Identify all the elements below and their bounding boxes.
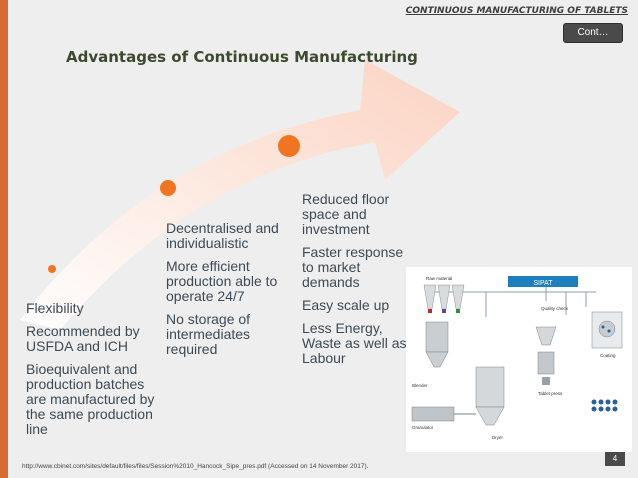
sipat-box bbox=[508, 276, 578, 287]
process-diagram: SIPAT Raw material Blender Granulator bbox=[406, 267, 632, 452]
source-citation: http://www.cbinet.com/sites/default/file… bbox=[22, 463, 369, 470]
advantage-item: Bioequivalent and production batches are… bbox=[26, 361, 155, 437]
milestone-dot-3 bbox=[278, 135, 300, 157]
advantages-column-3: Reduced floor space and investment Faste… bbox=[302, 192, 412, 374]
slide-title: Advantages of Continuous Manufacturing bbox=[66, 48, 418, 66]
advantage-item: Recommended by USFDA and ICH bbox=[26, 323, 140, 354]
cont-badge: Cont… bbox=[563, 23, 623, 43]
tablet-press-unit bbox=[535, 326, 557, 385]
advantage-item: Easy scale up bbox=[302, 297, 390, 313]
advantage-item: Reduced floor space and investment bbox=[302, 191, 390, 237]
advantage-item: Flexibility bbox=[26, 300, 84, 316]
advantage-item: Decentralised and individualistic bbox=[166, 220, 279, 251]
coated-tablets bbox=[591, 399, 618, 412]
dryer-unit bbox=[475, 366, 505, 426]
advantages-column-1: Flexibility Recommended by USFDA and ICH… bbox=[26, 301, 156, 445]
blender-label: Blender bbox=[412, 383, 428, 388]
dryer-label: Dryer bbox=[492, 435, 504, 440]
granulator-label: Granulator bbox=[412, 425, 434, 430]
accent-bar bbox=[0, 0, 8, 478]
sipat-label: SIPAT bbox=[533, 280, 553, 287]
tablet-press-label: Tablet press bbox=[538, 391, 563, 396]
advantage-item: More efficient production able to operat… bbox=[166, 258, 278, 304]
coating-unit bbox=[591, 311, 623, 349]
raw-material-label: Raw material bbox=[426, 276, 452, 281]
granulator-unit bbox=[411, 406, 476, 422]
quality-check-label: Quality check bbox=[541, 306, 569, 311]
milestone-dot-1 bbox=[48, 265, 56, 273]
milestone-dot-2 bbox=[160, 180, 176, 196]
advantage-item: Less Energy, Waste as well as Labour bbox=[302, 320, 407, 366]
coating-label: Coating bbox=[600, 353, 616, 358]
process-diagram-svg: SIPAT Raw material Blender Granulator bbox=[411, 276, 623, 440]
page-number: 4 bbox=[605, 452, 625, 466]
raw-material-hoppers bbox=[423, 284, 465, 313]
arrow-shape bbox=[20, 60, 460, 330]
advantages-column-2: Decentralised and individualistic More e… bbox=[166, 221, 286, 365]
advantage-item: No storage of intermediates required bbox=[166, 311, 251, 357]
section-label: CONTINUOUS MANUFACTURING OF TABLETS bbox=[405, 6, 628, 16]
blender-unit bbox=[425, 321, 449, 368]
advantage-item: Faster response to market demands bbox=[302, 244, 404, 290]
